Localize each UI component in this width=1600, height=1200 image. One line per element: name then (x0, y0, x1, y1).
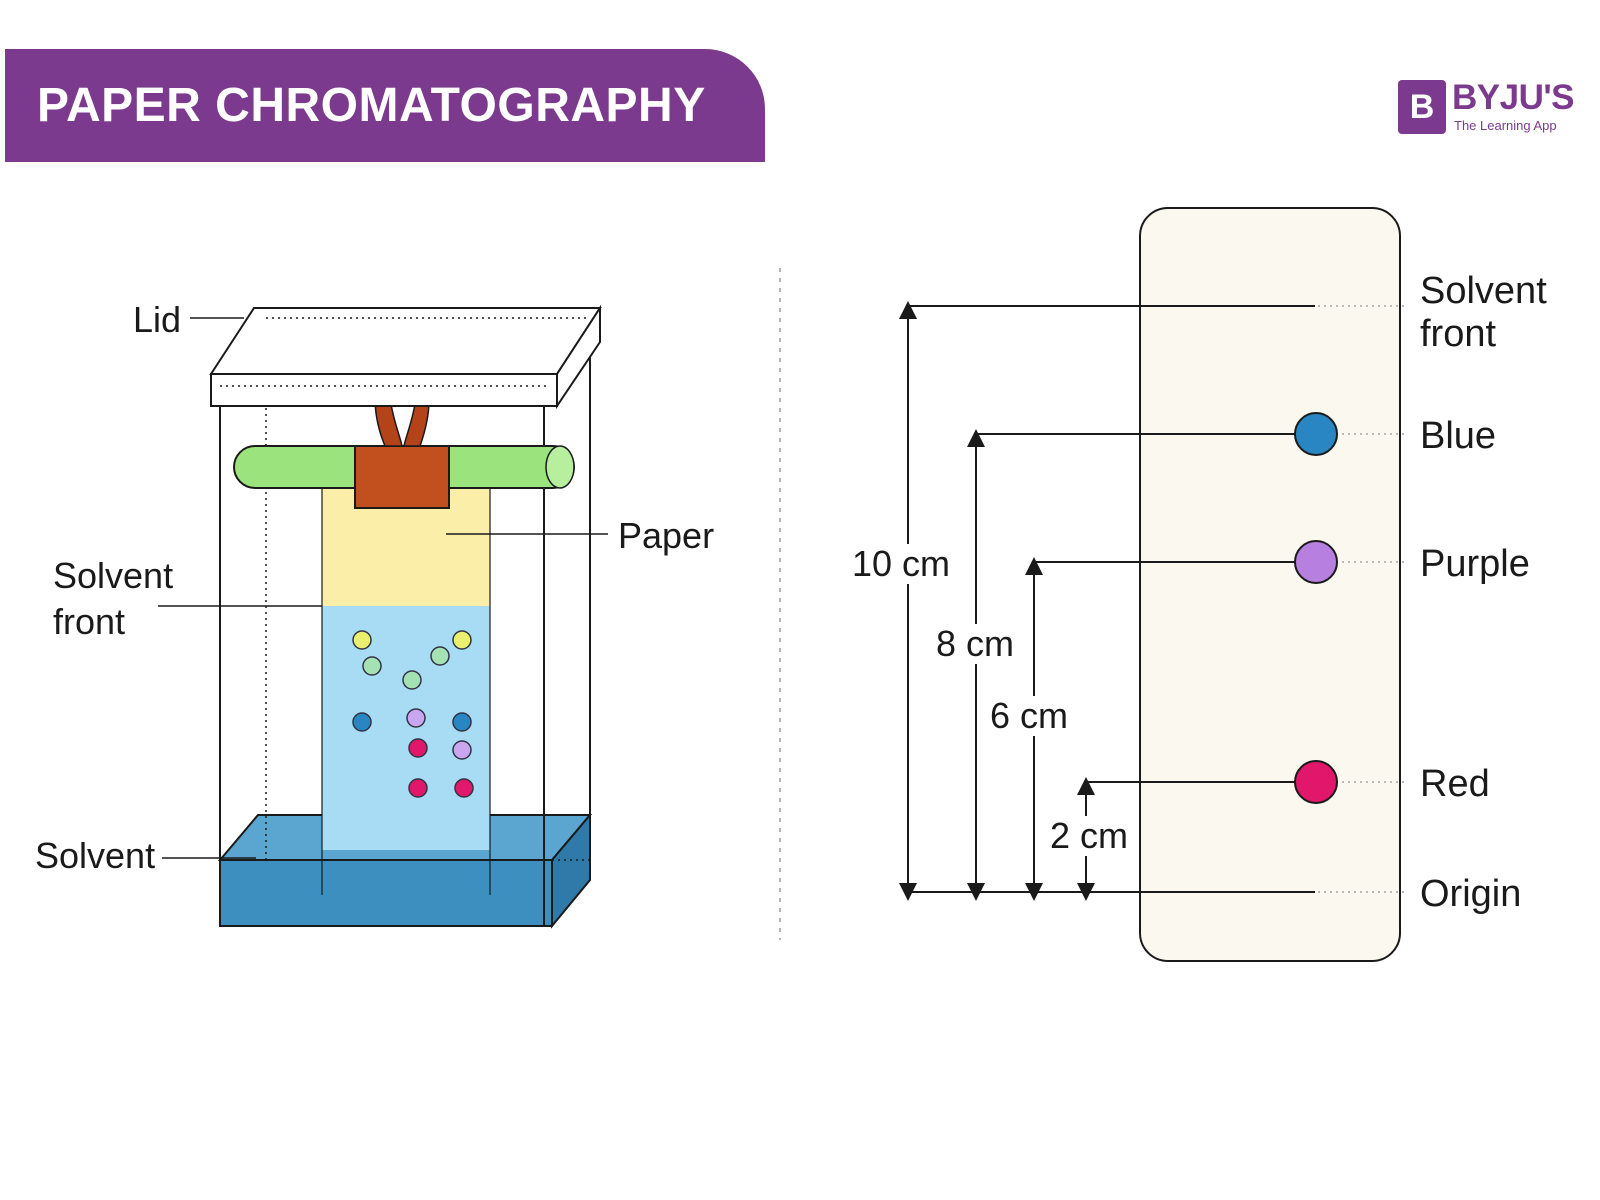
measure-2cm: 2 cm (1050, 815, 1128, 856)
paper-spots (352, 630, 474, 798)
strip-label-solvent-front-line1: Solvent (1420, 270, 1547, 312)
spot-red-strip (1294, 760, 1338, 804)
strip-label-purple: Purple (1420, 543, 1530, 585)
spot-green (402, 670, 422, 690)
measure-6cm: 6 cm (990, 695, 1068, 736)
strip-label-origin: Origin (1420, 873, 1521, 915)
measure-10cm: 10 cm (852, 543, 950, 584)
measurement-labels: 10 cm 8 cm 6 cm 2 cm (846, 543, 1128, 856)
lid (209, 304, 602, 410)
spot-red (454, 778, 474, 798)
spot-green (362, 656, 382, 676)
spot-purple-strip (1294, 540, 1338, 584)
spot-yellow (352, 630, 372, 650)
logo-badge-icon: B (1398, 80, 1446, 134)
logo-name: BYJU'S (1452, 78, 1575, 117)
label-lid: Lid (133, 299, 181, 340)
spot-red (408, 738, 428, 758)
strip-spots (1294, 412, 1338, 804)
chromatogram-strip: 10 cm 8 cm 6 cm 2 cm Solvent front Blue … (846, 207, 1547, 962)
spot-blue-strip (1294, 412, 1338, 456)
jar-outline (219, 318, 591, 927)
byjus-logo: B BYJU'S The Learning App (1398, 78, 1578, 138)
label-paper: Paper (618, 515, 714, 556)
page-title: PAPER CHROMATOGRAPHY (37, 79, 706, 132)
paper-strip (1139, 207, 1401, 962)
apparatus: Lid Paper Solvent front Solvent (35, 299, 714, 929)
measurement-arrows (899, 301, 1095, 901)
strip-label-red: Red (1420, 763, 1490, 805)
logo-tagline: The Learning App (1454, 118, 1557, 133)
label-solvent-front-line2: front (53, 601, 125, 642)
spot-red (408, 778, 428, 798)
label-solvent-front-line1: Solvent (53, 555, 173, 596)
spot-yellow (452, 630, 472, 650)
apparatus-leaders (158, 317, 608, 859)
strip-label-blue: Blue (1420, 415, 1496, 457)
strip-label-solvent-front-line2: front (1420, 313, 1496, 355)
spot-purple (406, 708, 426, 728)
solvent-side (551, 812, 591, 929)
spot-purple (452, 740, 472, 760)
label-solvent: Solvent (35, 835, 155, 876)
spot-blue (452, 712, 472, 732)
spot-blue (352, 712, 372, 732)
spot-green (430, 646, 450, 666)
solvent-front-face (219, 859, 553, 927)
measure-8cm: 8 cm (936, 623, 1014, 664)
title-banner: PAPER CHROMATOGRAPHY (5, 49, 765, 162)
